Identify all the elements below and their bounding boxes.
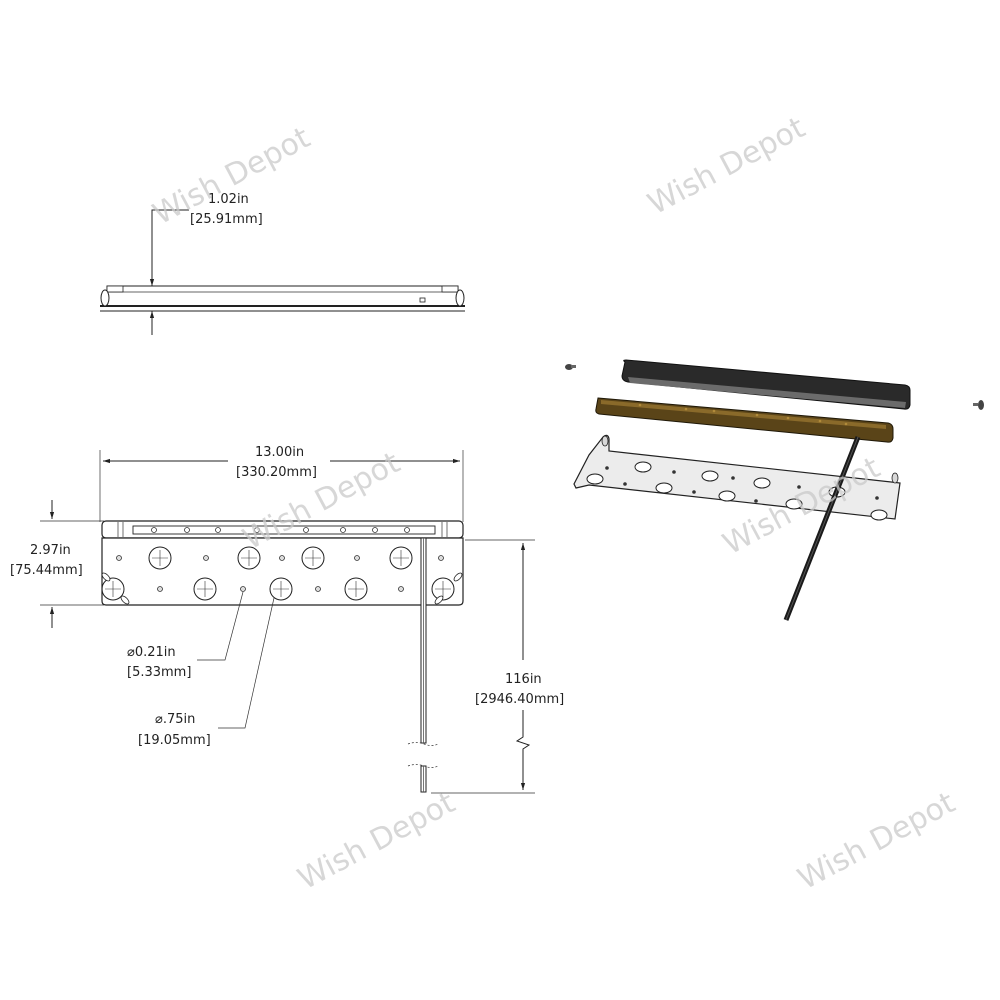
screw-left [565,364,576,370]
side-view: 1.02in [25.91mm] [100,192,465,335]
side-height-metric: [25.91mm] [190,212,263,227]
small-hole-metric: [5.33mm] [127,665,191,680]
width-imperial: 13.00in [255,445,304,460]
height-metric: [75.44mm] [10,563,83,578]
side-height-imperial: 1.02in [208,192,249,207]
light-bar-front [101,520,464,539]
screw-right [973,400,984,410]
light-bar [595,397,894,443]
large-hole-metric: [19.05mm] [138,733,211,748]
lens-cover [621,359,911,410]
cable-length-imperial: 116in [505,672,542,687]
cable-front [407,537,439,793]
height-imperial: 2.97in [30,543,71,558]
front-view: 13.00in [330.20mm] 2.97in [75.44mm] [10,445,564,794]
large-hole-leader [218,597,275,729]
cable-length-metric: [2946.40mm] [475,692,564,707]
width-metric: [330.20mm] [236,465,317,480]
exploded-view [565,359,984,621]
watermark: Wish Depot [642,110,811,222]
watermarks: Wish Depot Wish Depot Wish Depot Wish De… [147,110,961,897]
small-hole-leader [197,591,244,661]
watermark: Wish Depot [292,785,461,897]
large-hole-imperial: ⌀.75in [155,712,195,727]
cable-arrow-bottom [515,710,531,790]
mounting-plate-front [101,537,464,606]
led-dots [151,527,410,533]
side-height-leader [149,209,189,286]
cable [783,436,861,621]
mounting-plate [573,434,901,521]
side-profile [100,285,465,312]
watermark: Wish Depot [792,785,961,897]
small-hole-imperial: ⌀0.21in [127,645,176,660]
